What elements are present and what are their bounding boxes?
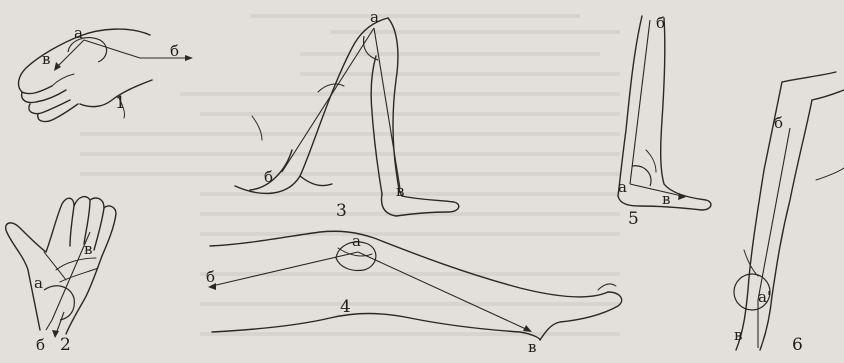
figure-5-number: 5 (628, 209, 639, 229)
figure-2-number: 2 (60, 335, 71, 355)
figure-6-label-a-prime: а' (758, 288, 771, 306)
figure-1-label-a: а (74, 24, 83, 42)
figure-5-leg-outline (618, 16, 711, 210)
figure-1-number: 1 (115, 93, 126, 113)
figure-1-label-b: б (170, 42, 179, 60)
figure-1-wrist-flexion: а б в 1 (19, 24, 193, 121)
figure-3-label-a: а (370, 8, 379, 26)
figure-2-label-a: а (34, 274, 43, 292)
figure-2-hand-outline (6, 197, 116, 334)
page-bleed-background (80, 14, 620, 336)
figure-6-ankle-plantar-flexion: б а' в 6 (734, 72, 844, 355)
figure-4-knee-extension: а б в 4 (206, 231, 622, 356)
figure-3-leg-outline (235, 18, 459, 216)
figure-3-label-b: б (264, 168, 273, 186)
figure-2-palm-deviation: в а б 2 (6, 197, 116, 355)
figure-5-label-a: а (618, 178, 627, 196)
figure-4-leg-outline (210, 231, 622, 340)
figure-6-label-b: б (774, 114, 783, 132)
figure-4-number: 4 (340, 297, 351, 317)
figure-2-label-v: в (84, 240, 92, 258)
figure-4-label-v: в (528, 338, 536, 356)
figure-1-label-v: в (42, 50, 50, 68)
figure-6-number: 6 (792, 335, 803, 355)
figure-4-label-b: б (206, 268, 215, 286)
figure-3-number: 3 (336, 201, 347, 221)
figure-4-label-a: а (352, 232, 361, 250)
figure-4-angle-lines (208, 242, 532, 332)
figure-5-label-v: в (662, 190, 670, 208)
figure-3-label-v: в (396, 182, 404, 200)
figure-6-leg-outline (736, 72, 844, 350)
figure-5-label-b: б (656, 14, 665, 32)
figure-5-ankle-flexion: б а в 5 (618, 14, 711, 229)
figure-2-label-b: б (36, 336, 45, 354)
figure-6-label-v: в (734, 326, 742, 344)
figure-5-angle-lines (630, 20, 686, 200)
figure-1-hand-outline (19, 29, 152, 121)
